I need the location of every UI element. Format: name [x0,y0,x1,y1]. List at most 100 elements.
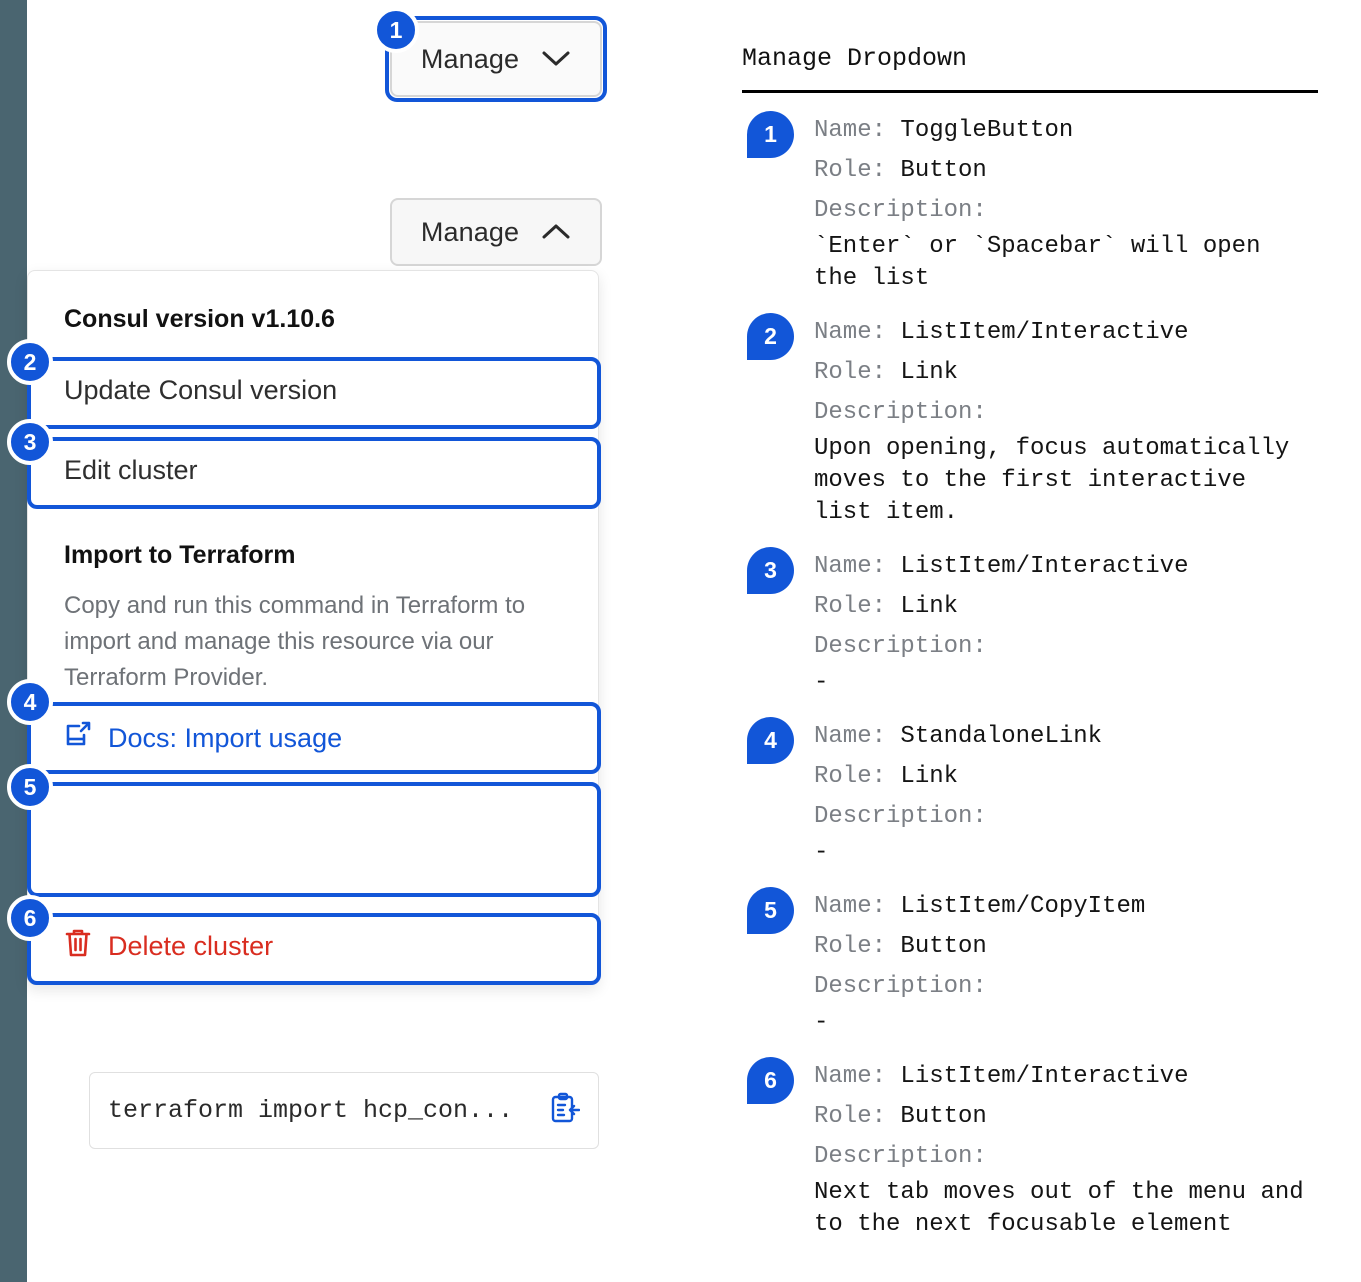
legend-description-label: Description: [814,633,987,660]
legend-description-label: Description: [814,973,987,1000]
legend-name: Name: ListItem/CopyItem [814,887,1320,927]
marker-badge-1: 1 [373,7,419,53]
legend-description-value: - [814,839,829,866]
legend-name-label: Name: [814,319,901,346]
legend-name-value: ToggleButton [900,117,1074,144]
legend-role-label: Role: [814,157,901,184]
docs-external-link-icon [64,721,92,756]
legend-name-label: Name: [814,117,901,144]
manage-toggle-label: Manage [420,43,520,74]
manage-toggle-button-open[interactable]: Manage [390,198,602,266]
legend-role: Role: Button [814,1097,1320,1137]
manage-dropdown-panel: Consul version v1.10.6 Update Consul ver… [27,270,599,1149]
import-to-terraform-heading: Import to Terraform [64,541,296,569]
legend-description-label: Description: [814,1143,987,1170]
legend-role-value: Link [900,359,959,386]
legend-role: Role: Link [814,757,1320,797]
legend-role-label: Role: [814,1103,901,1130]
legend-role-value: Button [900,157,987,184]
dropdown-demo-column: Manage 1 Manage Consul version v1.10.6 [7,7,607,1149]
legend-description-label: Description: [814,197,987,224]
marker-badge-3: 3 [7,419,53,465]
legend-name: Name: StandaloneLink [814,717,1320,757]
legend-name: Name: ListItem/Interactive [814,313,1320,353]
import-to-terraform-description: Copy and run this command in Terraform t… [64,592,526,691]
clipboard-copy-icon[interactable] [548,1092,581,1129]
legend-name-label: Name: [814,723,901,750]
legend-name-value: StandaloneLink [900,723,1103,750]
legend-marker-badge-4: 4 [747,717,794,764]
marker-badge-5: 5 [7,764,53,810]
legend-marker-badge-3: 3 [747,547,794,594]
legend-name-label: Name: [814,893,901,920]
legend-role-value: Link [900,593,959,620]
legend-role: Role: Link [814,353,1320,393]
legend-name: Name: ListItem/Interactive [814,547,1320,587]
legend-divider [742,90,1318,93]
legend-description-value: Next tab moves out of the menu and to th… [814,1179,1304,1238]
docs-import-usage-label: Docs: Import usage [108,723,343,753]
legend-name-value: ListItem/Interactive [900,553,1189,580]
legend-description-label: Description: [814,803,987,830]
legend-role-label: Role: [814,763,901,790]
legend-role-value: Link [900,763,959,790]
legend-role-value: Button [900,933,987,960]
legend-marker-badge-2: 2 [747,313,794,360]
update-consul-version-label: Update Consul version [64,375,338,405]
page-left-accent-stripe [0,0,27,1282]
delete-cluster-label: Delete cluster [108,931,274,961]
legend-description-value: - [814,669,829,696]
legend-role-label: Role: [814,359,901,386]
marker-badge-4: 4 [7,679,53,725]
legend-name-value: ListItem/Interactive [900,1063,1189,1090]
legend-role-label: Role: [814,933,901,960]
legend-role-label: Role: [814,593,901,620]
legend-role-value: Button [900,1103,987,1130]
legend-name-label: Name: [814,553,901,580]
legend-role: Role: Link [814,587,1320,627]
marker-badge-6: 6 [7,895,53,941]
legend-description-value: - [814,1009,829,1036]
dropdown-item-update-consul-version[interactable]: Update Consul version [64,375,337,406]
dropdown-item-docs-import-usage[interactable]: Docs: Import usage [64,721,342,756]
manage-toggle-label-open: Manage [420,216,520,247]
trash-icon [64,928,92,965]
terraform-import-command-box[interactable]: terraform import hcp_con... [89,1072,599,1149]
legend-name: Name: ToggleButton [814,111,1320,151]
legend-name-label: Name: [814,1063,901,1090]
legend-marker-badge-1: 1 [747,111,794,158]
legend-marker-badge-5: 5 [747,887,794,934]
consul-version-heading: Consul version v1.10.6 [64,305,335,333]
terraform-import-command-text: terraform import hcp_con... [108,1096,514,1125]
legend-name: Name: ListItem/Interactive [814,1057,1320,1097]
legend-title: Manage Dropdown [742,44,968,73]
edit-cluster-label: Edit cluster [64,455,198,485]
legend-description-value: `Enter` or `Spacebar` will open the list [814,233,1261,292]
manage-toggle-button-closed[interactable]: Manage [385,16,607,102]
legend-name-value: ListItem/CopyItem [900,893,1146,920]
marker-badge-2: 2 [7,339,53,385]
legend-name-value: ListItem/Interactive [900,319,1189,346]
dropdown-item-delete-cluster[interactable]: Delete cluster [64,928,273,965]
chevron-up-icon [541,217,571,248]
legend-marker-badge-6: 6 [747,1057,794,1104]
dropdown-item-edit-cluster[interactable]: Edit cluster [64,455,198,486]
legend-role: Role: Button [814,151,1320,191]
legend-description-label: Description: [814,399,987,426]
legend-role: Role: Button [814,927,1320,967]
chevron-down-icon [541,44,571,75]
